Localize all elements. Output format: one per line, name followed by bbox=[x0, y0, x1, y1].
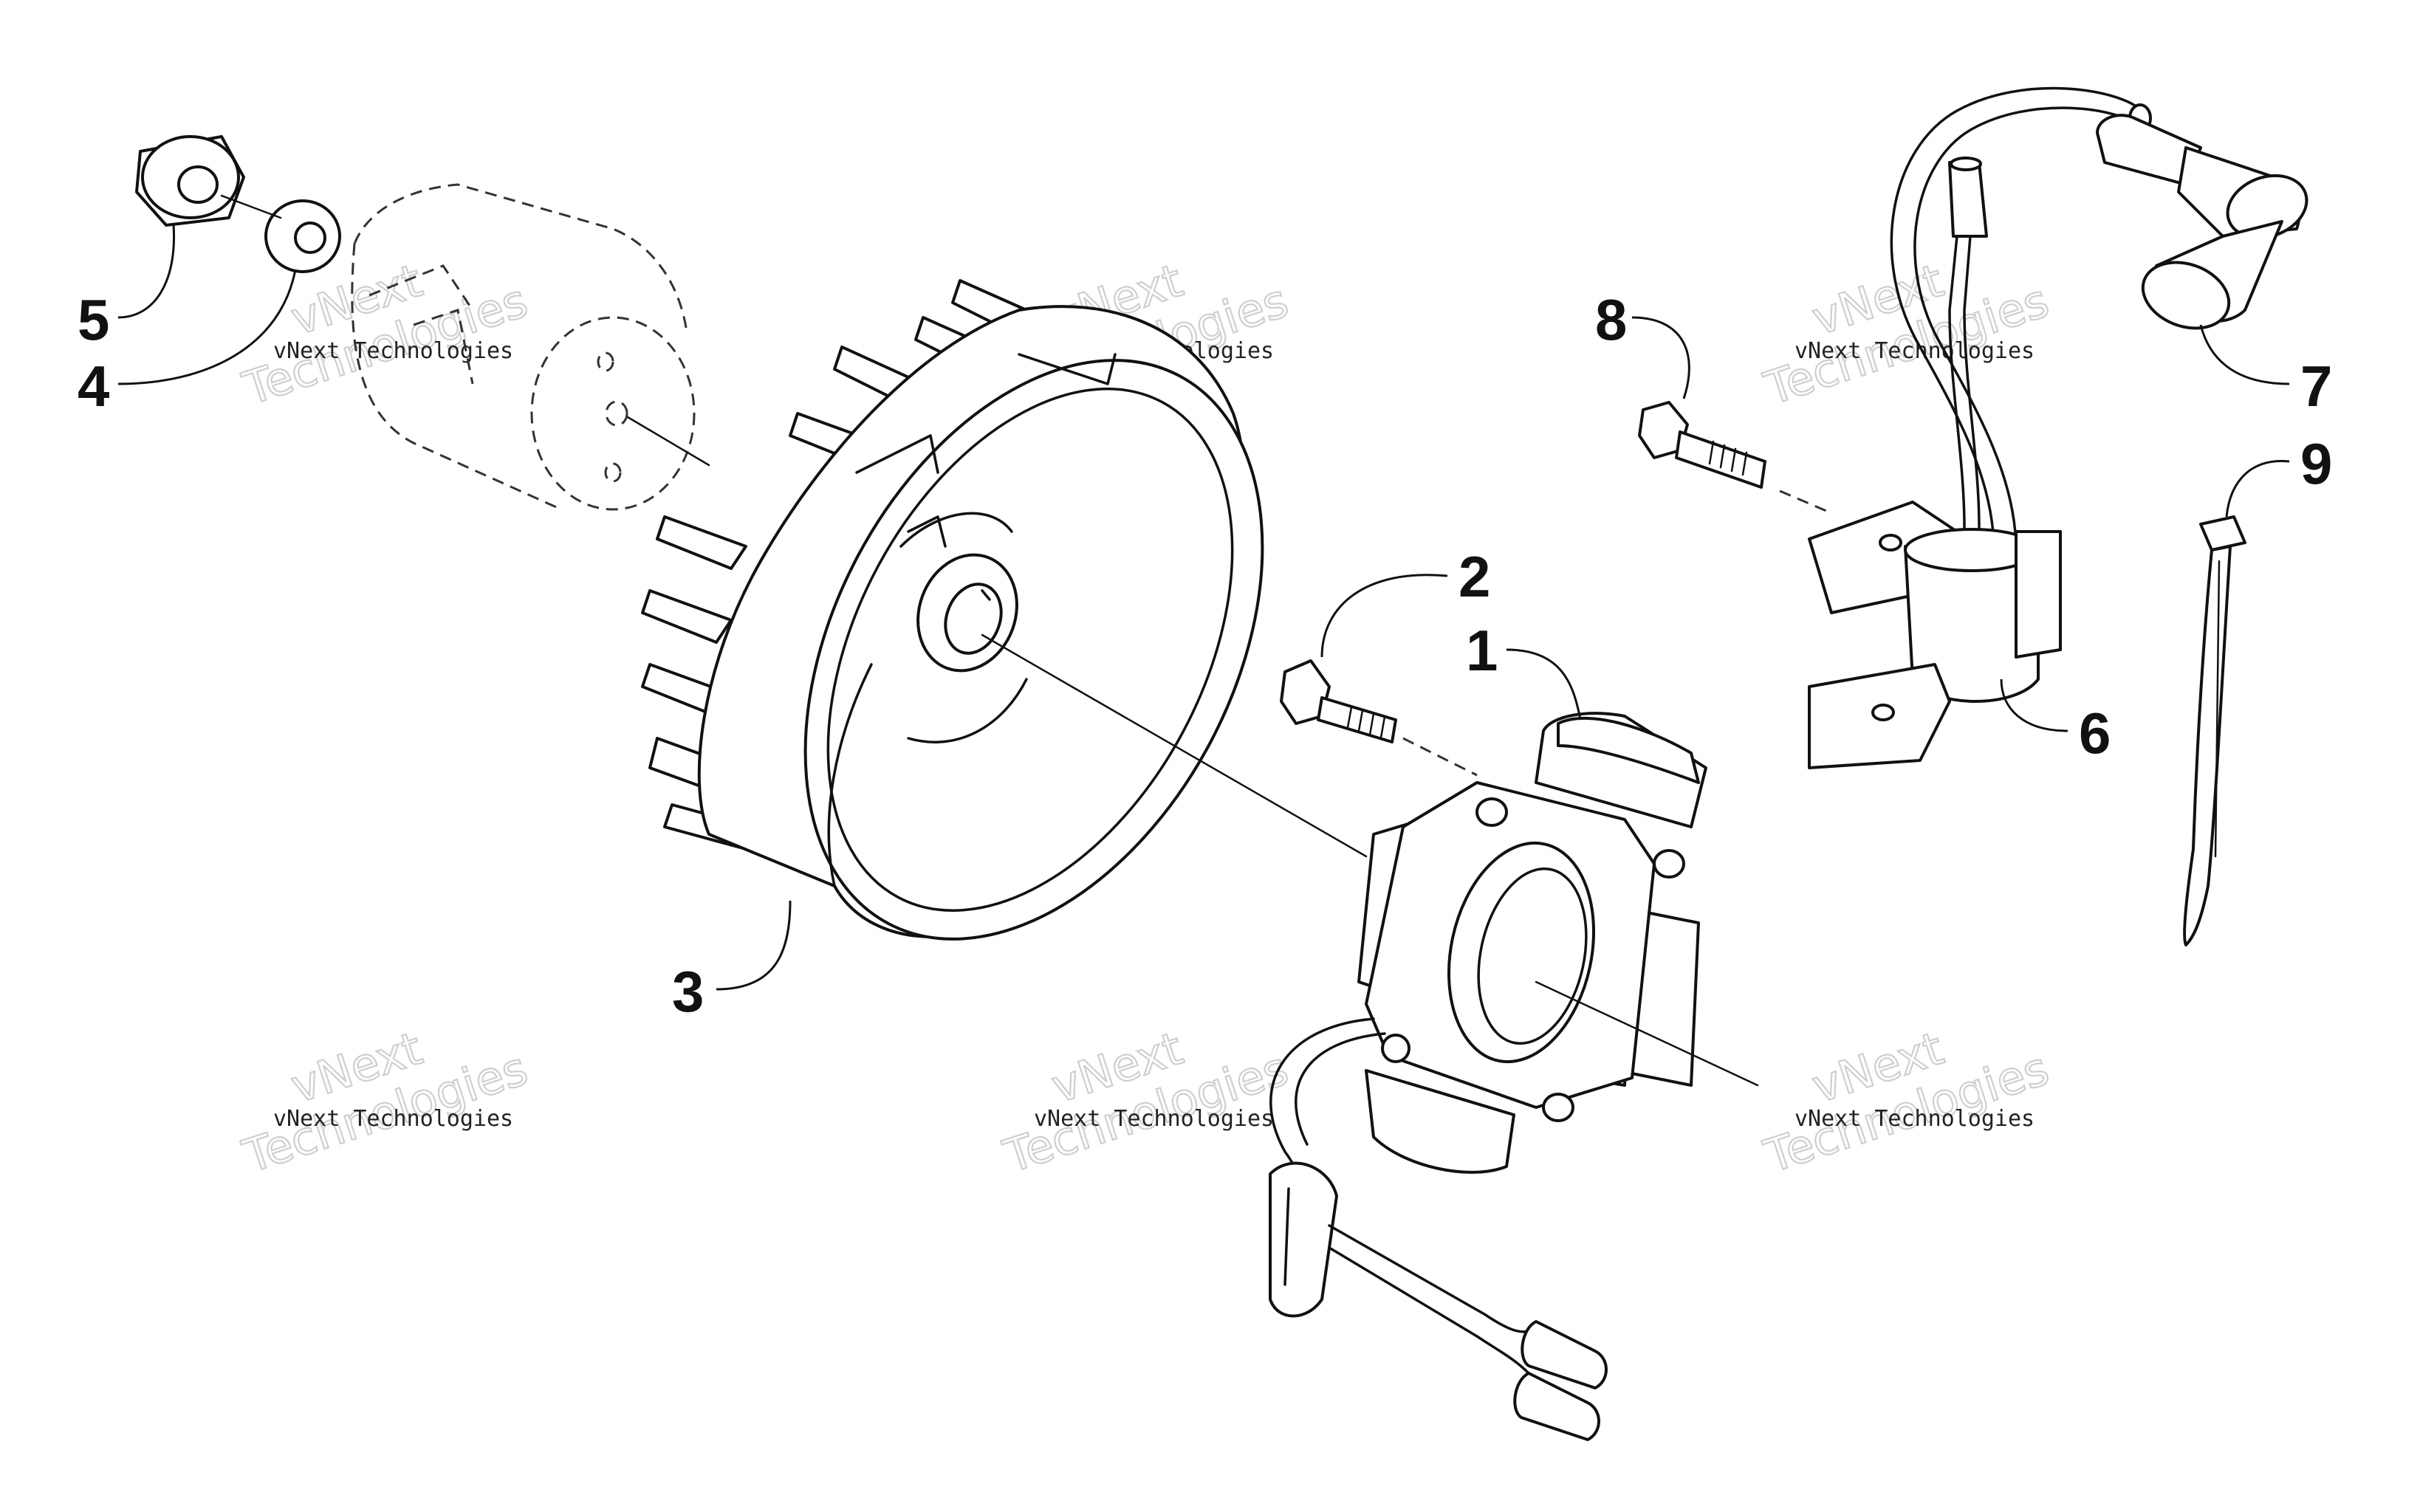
watermark-top-right: vNext Technologies bbox=[1757, 252, 2055, 416]
watermark-bottom-center: vNext Technologies bbox=[996, 1020, 1295, 1184]
axis-line-stator bbox=[1535, 980, 1759, 1087]
part-1-stator bbox=[1269, 712, 1707, 1441]
leader-7 bbox=[2199, 324, 2290, 385]
leader-4 bbox=[117, 269, 297, 385]
leader-5 bbox=[117, 224, 176, 319]
part-3-flywheel bbox=[641, 279, 1264, 941]
watermark-small-bottom-left: vNext Technologies bbox=[273, 1106, 513, 1132]
part-7-spark-plug-boot bbox=[2096, 114, 2308, 330]
callout-8: 8 bbox=[1595, 287, 1627, 352]
axis-line-nut-washer bbox=[220, 194, 282, 219]
callout-6: 6 bbox=[2079, 701, 2111, 766]
part-4-washer bbox=[264, 199, 341, 273]
axis-line-flywheel bbox=[981, 633, 1368, 858]
callout-7: 7 bbox=[2300, 354, 2332, 419]
leader-8 bbox=[1631, 316, 1690, 399]
callout-9: 9 bbox=[2300, 431, 2332, 496]
axis-line-bolt-8 bbox=[1779, 489, 1832, 515]
axis-line-bolt-2 bbox=[1402, 737, 1478, 777]
axis-line-hub bbox=[626, 416, 710, 467]
callout-labels: 5 4 3 2 1 8 6 7 9 bbox=[78, 287, 2332, 1024]
phantom-crank-hub bbox=[351, 183, 696, 511]
part-6-ignition-coil bbox=[1808, 86, 2152, 769]
watermark-bottom-left: vNext Technologies bbox=[236, 1020, 534, 1184]
watermark-top-left: vNext Technologies bbox=[236, 252, 534, 416]
callout-4: 4 bbox=[78, 354, 109, 419]
watermark-small-bottom-right: vNext Technologies bbox=[1795, 1106, 2035, 1132]
leader-1 bbox=[1506, 648, 1582, 721]
part-9-cable-tie bbox=[2183, 515, 2246, 946]
leader-6 bbox=[2000, 678, 2068, 732]
watermark-small-bottom-center: vNext Technologies bbox=[1034, 1106, 1274, 1132]
leader-lines bbox=[117, 224, 2290, 991]
watermark-bottom-right: vNext Technologies bbox=[1757, 1020, 2055, 1184]
leader-2 bbox=[1320, 574, 1448, 658]
watermark-small-top-left: vNext Technologies bbox=[273, 338, 513, 364]
leader-3 bbox=[716, 900, 792, 991]
callout-3: 3 bbox=[672, 959, 704, 1024]
watermark-small-top-right: vNext Technologies bbox=[1795, 338, 2035, 364]
part-8-bolt bbox=[1638, 401, 1766, 489]
callout-2: 2 bbox=[1458, 544, 1490, 609]
part-5-nut bbox=[135, 135, 245, 227]
callout-1: 1 bbox=[1466, 618, 1498, 683]
callout-5: 5 bbox=[78, 287, 109, 352]
leader-9 bbox=[2225, 459, 2290, 518]
part-2-bolt bbox=[1280, 659, 1397, 743]
